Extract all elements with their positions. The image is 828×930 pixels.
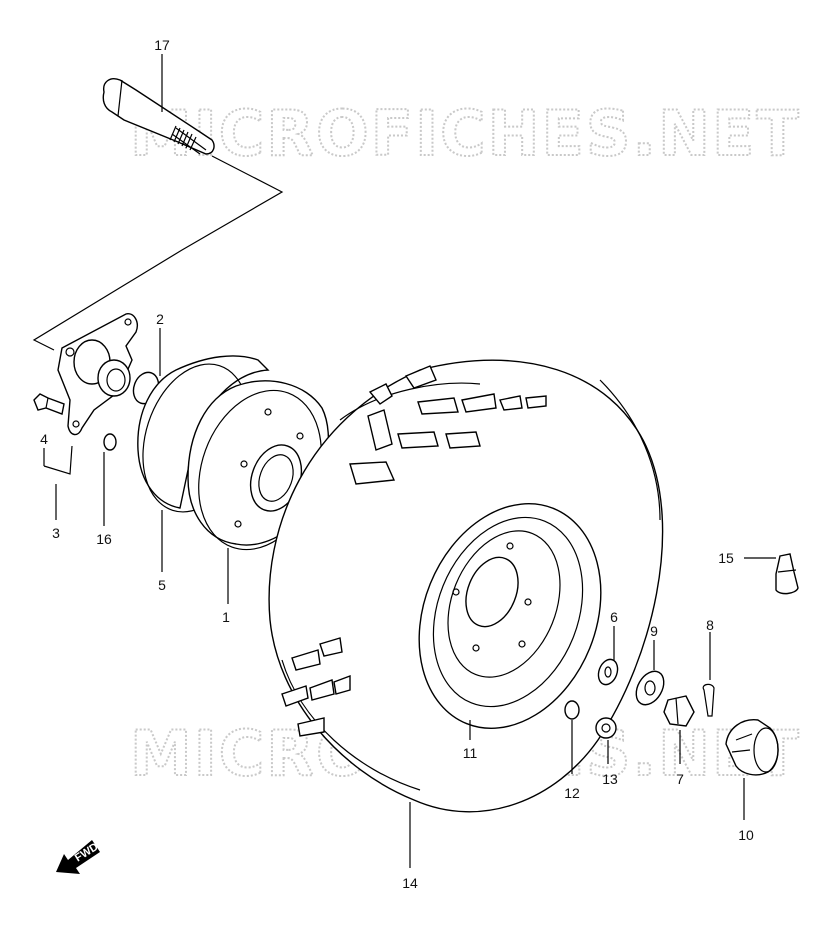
- callout-14: 14: [402, 875, 418, 891]
- watermark-top: MICROFICHES.NET: [130, 97, 801, 170]
- washer-12-part: [564, 700, 580, 720]
- assembly-line: [32, 155, 284, 351]
- callout-11: 11: [463, 745, 478, 761]
- callout-17: 17: [154, 37, 170, 53]
- callout-2: 2: [156, 311, 164, 327]
- callout-12: 12: [564, 785, 580, 801]
- leader-lines: [43, 54, 776, 868]
- bolt-part: [33, 393, 65, 415]
- hub-part: [57, 313, 138, 436]
- washer-6-part: [597, 658, 619, 686]
- axle-part: [102, 78, 215, 155]
- callout-15: 15: [718, 550, 734, 566]
- valve-part: [775, 553, 799, 595]
- callout-7: 7: [676, 771, 684, 787]
- callout-4: 4: [40, 431, 48, 447]
- cap-part: [725, 719, 779, 776]
- callout-10: 10: [738, 827, 754, 843]
- o-ring-part: [103, 433, 117, 451]
- callout-9: 9: [650, 623, 658, 639]
- castle-nut-part: [663, 695, 695, 727]
- callout-3: 3: [52, 525, 60, 541]
- callout-13: 13: [602, 771, 618, 787]
- callout-6: 6: [610, 609, 618, 625]
- cotter-pin-part: [702, 683, 715, 717]
- fwd-arrow-icon: FWD: [56, 840, 101, 874]
- rim-part: [418, 503, 602, 729]
- callout-1: 1: [222, 609, 230, 625]
- nut-13-part: [595, 717, 617, 739]
- callout-8: 8: [706, 617, 714, 633]
- callout-5: 5: [158, 577, 166, 593]
- washer-9-part: [635, 670, 665, 706]
- callout-16: 16: [96, 531, 112, 547]
